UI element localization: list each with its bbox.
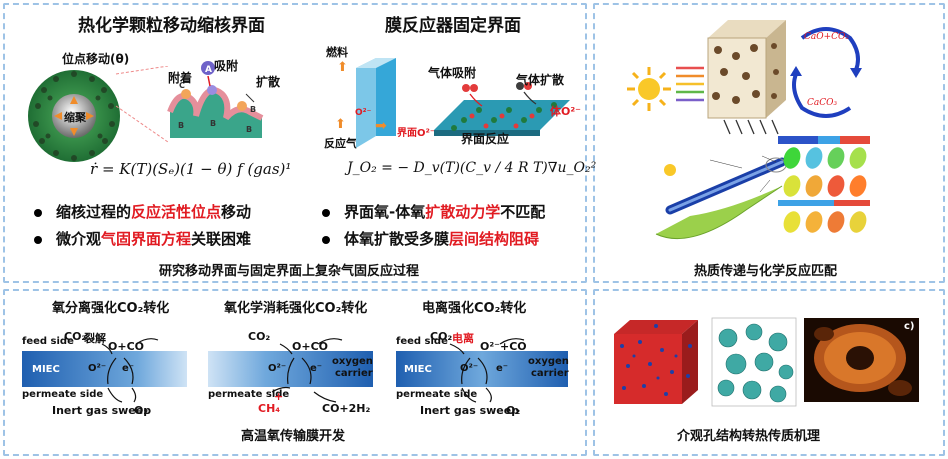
caption-pore-structure: 介观孔结构转热传质机理 <box>677 429 821 444</box>
title-oxygen-separation: 氧分离强化CO₂转化 <box>52 301 170 316</box>
m1-electron: e⁻ <box>122 363 135 374</box>
pore-sem-image <box>804 318 919 402</box>
svg-text:B: B <box>246 125 252 134</box>
m1-miec: MIEC <box>32 364 60 375</box>
panel-interface-reactions <box>3 3 587 283</box>
m1-o2-out: O₂ <box>134 404 149 417</box>
m2-carrier: carrier <box>335 368 373 379</box>
svg-text:C: C <box>179 81 185 90</box>
m1-sweep: Inert gas sweep <box>52 404 152 417</box>
label-caco3: CaCO₃ <box>807 98 838 108</box>
svg-text:A: A <box>205 65 212 75</box>
parabolic-trough-receiver <box>655 155 787 240</box>
label-subfigure-c: c) <box>904 321 915 332</box>
title-fixed-interface: 膜反应器固定界面 <box>385 16 521 36</box>
bullet-active-site: 缩核过程的反应活性位点移动 <box>34 201 251 222</box>
bullet-diffusion-mismatch: 界面氧-体氧扩散动力学不匹配 <box>322 201 545 222</box>
svg-text:B: B <box>178 121 184 130</box>
equation-shrinking-rate: ṙ = K(T)(Sₑ)(1 − θ) f (gas)¹ <box>90 160 292 178</box>
bullet-layer-obstruction: 体氧扩散受多膜层间结构阻碍 <box>322 228 539 249</box>
m3-carrier: carrier <box>531 368 569 379</box>
arrow-reactant-up-icon: ⬆ <box>335 117 346 132</box>
label-o2-membrane: O²⁻ <box>355 108 372 118</box>
svg-text:B: B <box>210 119 216 128</box>
caption-interface-reactions: 研究移动界面与固定界面上复杂气固反应过程 <box>159 264 420 279</box>
m2-permeate-side: permeate side <box>208 389 290 400</box>
arrow-o2-right-icon: ➡ <box>375 118 387 134</box>
caption-heat-mass-transfer: 热质传递与化学反应匹配 <box>694 264 838 279</box>
m1-product: O+CO <box>108 340 144 353</box>
title-moving-interface: 热化学颗粒移动缩核界面 <box>78 16 265 36</box>
arrow-fuel-up-icon: ⬆ <box>337 60 348 75</box>
label-shrink: 缩聚 <box>64 111 86 124</box>
bullet-dot-icon <box>34 208 42 217</box>
membrane-plate <box>356 58 396 148</box>
exhaust-arrows <box>723 119 779 135</box>
label-cao-co2: CaO+CO₂ <box>804 32 850 42</box>
m2-product: O+CO <box>292 340 328 353</box>
svg-text:B: B <box>250 105 256 114</box>
m3-sweep: Inert gas sweep <box>420 404 520 417</box>
label-bulk-o2: 体O²⁻ <box>550 105 581 118</box>
m3-o2-ion: O²⁻ <box>460 363 479 374</box>
bullet-dot-icon <box>322 208 330 217</box>
m2-plus: + <box>274 390 284 403</box>
zoom-lines <box>115 66 169 143</box>
panel-pore-structure <box>593 289 945 456</box>
m2-oxygen: oxygen <box>332 356 373 367</box>
m1-co2: CO₂ <box>64 330 87 343</box>
m3-oxygen: oxygen <box>528 356 569 367</box>
m2-electron: e⁻ <box>310 363 323 374</box>
shrinking-core-particle <box>28 70 120 162</box>
panel-oxygen-membrane <box>3 289 587 456</box>
m2-o2-ion: O²⁻ <box>268 363 287 374</box>
m3-feed-side: feed side <box>396 336 448 347</box>
temperature-contours <box>778 136 870 233</box>
m3-miec: MIEC <box>404 364 432 375</box>
pore-cube-render <box>614 320 698 404</box>
m3-ionization: 电离 <box>452 332 474 345</box>
m2-out: CO+2H₂ <box>322 402 371 415</box>
interface-reaction-surface <box>434 82 570 136</box>
equation-oxygen-flux: J_O₂ = − D_v(T)(C_v / 4 R T)∇u_O₂² <box>347 160 597 176</box>
surface-adsorption-illustration: A B B B B C <box>167 61 264 138</box>
m1-o2-ion: O²⁻ <box>88 363 107 374</box>
membrane-bar-1 <box>22 351 187 387</box>
solar-rays <box>676 66 704 102</box>
bullet-dot-icon <box>34 235 42 244</box>
label-reactant-gas: 反应气 <box>324 137 357 150</box>
porous-reactor-cube <box>707 20 786 119</box>
label-adsorb-attach: 附着 <box>168 71 193 85</box>
label-fuel: 燃料 <box>326 46 348 59</box>
sun-icon <box>627 67 671 111</box>
m3-permeate-side: permeate side <box>396 389 478 400</box>
bullet-dot-icon <box>322 235 330 244</box>
label-gas-diffuse: 气体扩散 <box>516 73 565 87</box>
m2-ch4: CH₄ <box>258 402 281 415</box>
cycle-arrows <box>790 27 862 118</box>
label-gas-adsorb: 气体吸附 <box>428 66 477 80</box>
membrane-bar-2 <box>208 351 373 387</box>
pore-network-render <box>711 317 797 407</box>
caption-oxygen-membrane: 高温氧传输膜开发 <box>241 429 346 444</box>
m3-co2: CO₂ <box>430 330 453 343</box>
m1-feed-side: feed side <box>22 336 74 347</box>
label-interface-reaction: 界面反应 <box>461 132 510 146</box>
label-absorb: 吸附 <box>214 59 239 73</box>
label-diffuse: 扩散 <box>256 75 281 89</box>
membrane-flow-arrows <box>101 338 525 403</box>
membrane-bar-3 <box>396 351 568 387</box>
panel-heat-mass-transfer <box>593 3 945 283</box>
m3-o2-out: O₂ <box>506 404 521 417</box>
m3-electron: e⁻ <box>496 363 509 374</box>
title-ionization: 电离强化CO₂转化 <box>422 301 527 316</box>
bullet-gas-solid-equation: 微介观气固界面方程关联困难 <box>34 228 251 249</box>
m3-product: O²⁻+CO <box>480 340 527 353</box>
m1-permeate-side: permeate side <box>22 389 104 400</box>
m2-co2: CO₂ <box>248 330 271 343</box>
title-chemical-consumption: 氧化学消耗强化CO₂转化 <box>224 301 368 316</box>
label-site-move: 位点移动(θ) <box>62 52 130 66</box>
label-interface-o2: 界面O²⁻ <box>397 128 436 139</box>
m1-split: 裂解 <box>84 332 106 345</box>
